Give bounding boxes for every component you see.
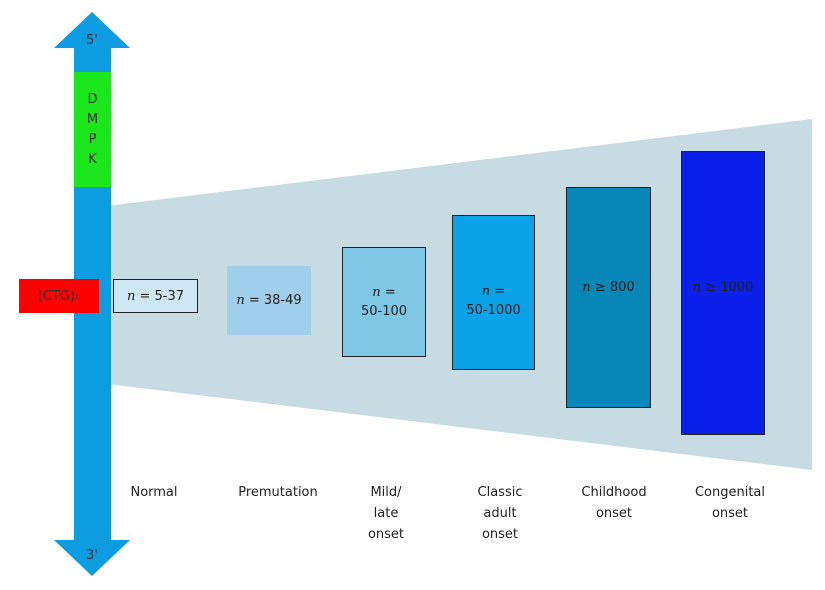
repeat-range: 50-100 xyxy=(360,304,408,319)
repeat-range: = 38-49 xyxy=(248,293,302,308)
repeat-variable: n xyxy=(236,293,245,308)
repeat-box-classic: n = 50-1000 xyxy=(452,215,535,370)
ctg-repeat-subscript: n xyxy=(75,291,81,301)
gene-letter: P xyxy=(88,131,97,147)
repeat-box-premutation: n = 38-49 xyxy=(227,266,311,335)
category-label-classic: Classic adult onset xyxy=(477,485,523,542)
repeat-range: = xyxy=(494,284,506,299)
gene-letter: K xyxy=(88,151,97,167)
repeat-box-normal: n = 5-37 xyxy=(113,279,198,313)
repeat-box-childhood: n ≥ 800 xyxy=(566,187,651,408)
repeat-box-congenital: n ≥ 1000 xyxy=(681,151,765,435)
ctg-repeat-block: (CTG)n xyxy=(19,279,99,313)
category-label-normal: Normal xyxy=(130,485,178,500)
dmpk-gene-block: D M P K xyxy=(74,72,111,187)
repeat-range: = xyxy=(384,285,396,300)
category-label-mild: Mild/ late onset xyxy=(367,485,405,542)
repeat-variable: n xyxy=(582,280,591,295)
five-prime-label: 5' xyxy=(86,33,98,48)
repeat-range: ≥ 800 xyxy=(594,280,635,295)
repeat-range: 50-1000 xyxy=(466,303,521,318)
three-prime-label: 3' xyxy=(86,548,98,563)
category-label-childhood: Childhood onset xyxy=(581,485,647,521)
category-label-premutation: Premutation xyxy=(238,485,318,500)
category-label-congenital: Congenital onset xyxy=(694,485,766,521)
gene-letter: M xyxy=(86,111,99,127)
repeat-box-mild: n = 50-100 xyxy=(342,247,426,357)
repeat-variable: n xyxy=(481,284,491,299)
ctg-repeat-label: (CTG) xyxy=(37,288,76,304)
repeat-variable: n xyxy=(692,280,702,295)
repeat-variable: n xyxy=(372,285,381,300)
repeat-range: = 5-37 xyxy=(139,288,185,304)
repeat-variable: n xyxy=(126,288,136,304)
repeat-range: ≥ 1000 xyxy=(705,280,754,295)
gene-letter: D xyxy=(87,91,98,107)
